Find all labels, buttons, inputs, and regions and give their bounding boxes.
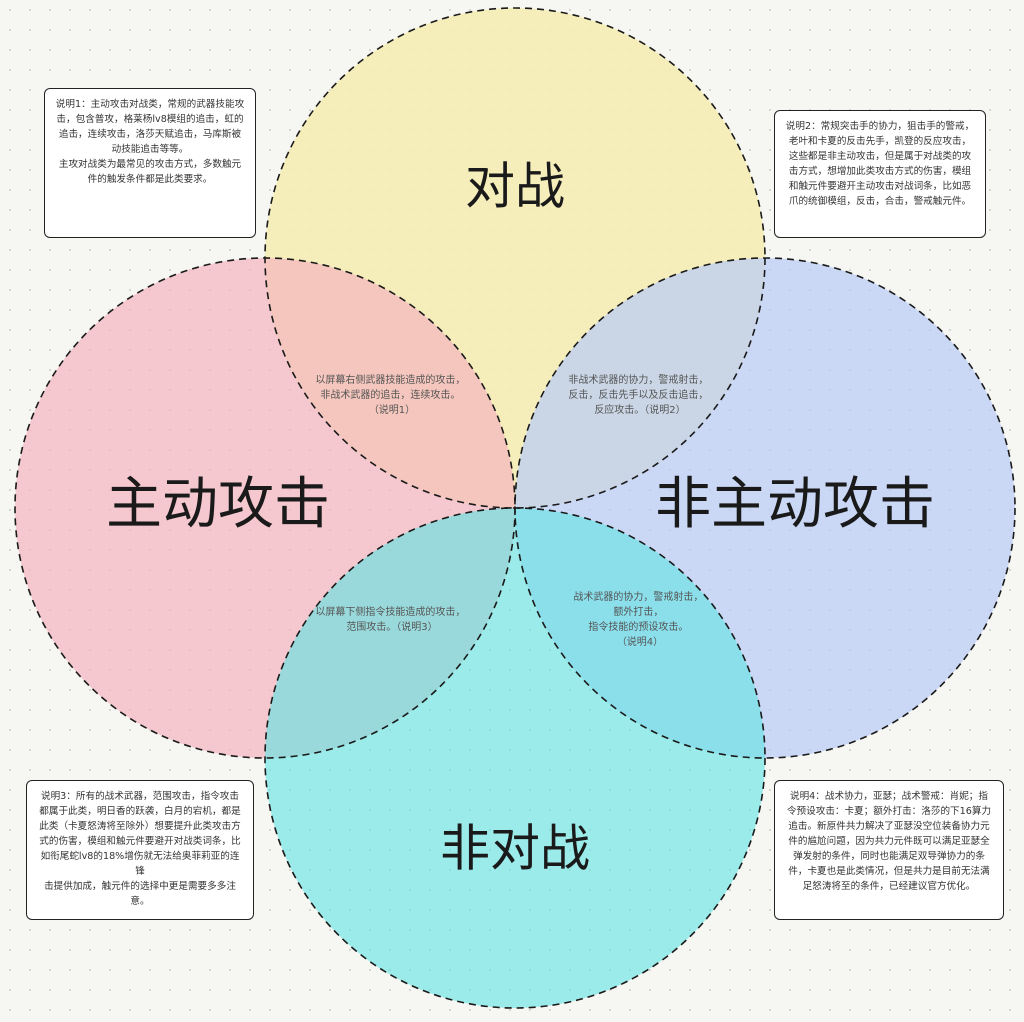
note-3-line: 此类（卡夏怒涛将至除外）想要提升此类攻击方: [39, 821, 241, 832]
overlap-bottom-left-text: 以屏幕下侧指令技能造成的攻击， 范围攻击。（说明3）: [315, 605, 468, 633]
note-2-line: 和触元件要避开主动攻击对战词条，比如恶: [788, 181, 972, 192]
label-left: 主动攻击: [106, 472, 330, 537]
note-1-line: 件的触发条件都是此类要求。: [87, 174, 213, 185]
note-4-line: 追击。新原件共力解决了亚瑟没空位装备协力元: [788, 821, 990, 832]
label-right: 非主动攻击: [655, 472, 935, 537]
circle-outlines: [14, 7, 1016, 1009]
note-3-line: 击提供加成，触元件的选择中更是需要多多注: [44, 881, 236, 892]
note-1-line: 主攻对战类为最常见的攻击方式，多数触元: [58, 159, 242, 170]
note-3-line: 说明3：所有的战术武器，范围攻击，指令攻击: [41, 791, 239, 802]
note-2-line: 说明2：常规突击手的协力，狙击手的警戒，: [785, 121, 975, 132]
overlap-top-right-text: 非战术武器的协力，警戒射击， 反击，反击先手以及反击追击， 反应攻击。（说明2）: [568, 373, 711, 416]
note-3-line: 式的伤害，模组和触元件要避开对战类词条，比: [39, 836, 241, 847]
note-3-line: 意。: [130, 896, 150, 907]
overlap-bottom-right-text: 战术武器的协力，警戒射击， 额外打击， 指令技能的预设攻击。 （说明4）: [573, 590, 706, 648]
note-2-line: 爪的统御模组，反击，合击，警戒触元件。: [788, 196, 972, 207]
note-4-line: 令预设攻击：卡夏；额外打击：洛莎的下16算力: [786, 806, 992, 817]
circle-bottom-fill: [265, 508, 765, 1008]
note-4-line: 弹发射的条件，同时也能满足双导弹协力的条: [793, 851, 985, 862]
overlap-top-left-text: 以屏幕右侧武器技能造成的攻击， 非战术武器的追击，连续攻击。 （说明1）: [315, 373, 468, 416]
note-2-line: 这些都是非主动攻击，但是属于对战类的攻: [788, 151, 972, 162]
note-2-line: 击方式，想增加此类攻击方式的伤害，模组: [788, 166, 972, 177]
note-2-line: 老叶和卡夏的反击先手，凯登的反应攻击，: [788, 136, 972, 147]
note-4-line: 足怒涛将至的条件，已经建议官方优化。: [802, 881, 976, 892]
note-4-line: 说明4：战术协力，亚瑟；战术警戒：肖妮；指: [790, 791, 988, 802]
circle-fills: [15, 8, 1015, 1008]
note-4-line: 件，卡夏也是此类情况，但是共力是目前无法满: [788, 866, 990, 877]
note-3-line: 都属于此类，明日香的跃袭，白月的宕机，都是: [39, 806, 241, 817]
note-2-box: 说明2：常规突击手的协力，狙击手的警戒， 老叶和卡夏的反击先手，凯登的反应攻击，…: [774, 110, 986, 238]
note-1-box: 说明1：主动攻击对战类，常规的武器技能攻 击，包含普攻，格莱杨lv8模组的追击，…: [44, 88, 256, 238]
label-top: 对战: [465, 158, 565, 216]
note-1-line: 击，包含普攻，格莱杨lv8模组的追击，虹的: [56, 114, 244, 125]
note-1-line: 动技能追击等等。: [111, 144, 189, 155]
circle-bottom-outline: [264, 507, 766, 1009]
note-1-line: 追击，连续攻击，洛莎天赋追击，马库斯被: [58, 129, 242, 140]
note-4-line: 件的尴尬问题，因为共力元件既可以满足亚瑟全: [788, 836, 990, 847]
note-1-line: 说明1：主动攻击对战类，常规的武器技能攻: [55, 99, 245, 110]
note-3-box: 说明3：所有的战术武器，范围攻击，指令攻击 都属于此类，明日香的跃袭，白月的宕机…: [26, 780, 254, 920]
note-4-box: 说明4：战术协力，亚瑟；战术警戒：肖妮；指 令预设攻击：卡夏；额外打击：洛莎的下…: [774, 780, 1004, 920]
note-3-line: 如衔尾蛇lv8的18%增伤就无法给奥菲莉亚的连锋: [40, 851, 240, 877]
label-bottom: 非对战: [440, 820, 590, 878]
